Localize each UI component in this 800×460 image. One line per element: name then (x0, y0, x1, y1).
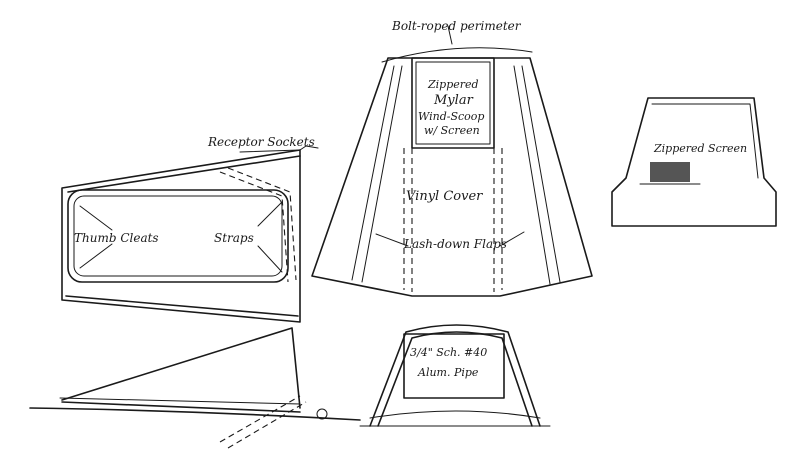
bolt-rope-top (381, 47, 533, 63)
screen-mesh-patch (650, 162, 690, 182)
label-receptor-sockets: Receptor Sockets (207, 135, 315, 149)
label-mylar-2: Mylar (433, 93, 474, 108)
plan-outline (61, 149, 301, 323)
plan-cockpit-rect (67, 189, 289, 283)
screen-view (611, 97, 777, 227)
leader-strap-1 (257, 201, 283, 227)
label-pipe-2: Alum. Pipe (417, 366, 479, 379)
pipe-crossbar (369, 410, 541, 419)
lash-flap-left-inner (361, 65, 403, 283)
side-cleat-knob (316, 408, 328, 420)
plan-view (61, 145, 319, 323)
label-thumb-cleats: Thumb Cleats (74, 231, 159, 245)
leader-cleat-2 (79, 243, 113, 269)
side-triangle (61, 327, 301, 409)
plan-inner-top (67, 155, 301, 193)
label-vinyl-cover: Vinyl Cover (406, 189, 483, 204)
side-dash-b (227, 401, 307, 449)
leader-lash-right (499, 231, 525, 247)
side-rope (59, 397, 301, 405)
plan-socket-hook (299, 145, 319, 151)
screen-outline (611, 97, 777, 227)
label-pipe-1: 3/4" Sch. #40 (410, 346, 487, 359)
label-zippered-screen: Zippered Screen (653, 142, 747, 155)
label-perimeter: Bolt-roped perimeter (391, 19, 522, 33)
leader-perimeter (447, 25, 453, 45)
label-lash-down: Lash-down Flaps (403, 237, 507, 251)
leader-lash-left (375, 233, 409, 247)
lash-flap-right-inner (513, 65, 551, 285)
lash-flap-left (351, 65, 395, 281)
mylar-window (411, 57, 495, 149)
pipe-frame-view (359, 324, 551, 427)
plan-cockpit-inner (73, 195, 283, 277)
mylar-window-inner (415, 61, 491, 145)
plan-socket-line-b (219, 171, 289, 283)
label-mylar-1: Zippered (427, 78, 479, 91)
lash-flap-right (521, 65, 561, 283)
pipe-frame-inner (377, 331, 533, 427)
side-deck-line (29, 407, 361, 421)
pipe-window (403, 333, 505, 399)
side-view (29, 327, 361, 449)
front-view (311, 25, 593, 297)
side-dash-a (219, 395, 301, 443)
leader-strap-2 (257, 245, 283, 273)
side-rail (61, 401, 301, 413)
label-mylar-4: w/ Screen (424, 124, 480, 137)
vinyl-cover-outline (311, 57, 593, 297)
screen-inner-line (651, 103, 759, 179)
leader-cleat-1 (79, 205, 113, 231)
pipe-frame-outer (369, 324, 541, 427)
leader-receptor (239, 149, 301, 153)
plan-inner-bottom (65, 295, 299, 317)
label-mylar-3: Wind-Scoop (418, 110, 484, 123)
plan-socket-line-a (227, 167, 297, 281)
label-straps: Straps (214, 231, 254, 245)
